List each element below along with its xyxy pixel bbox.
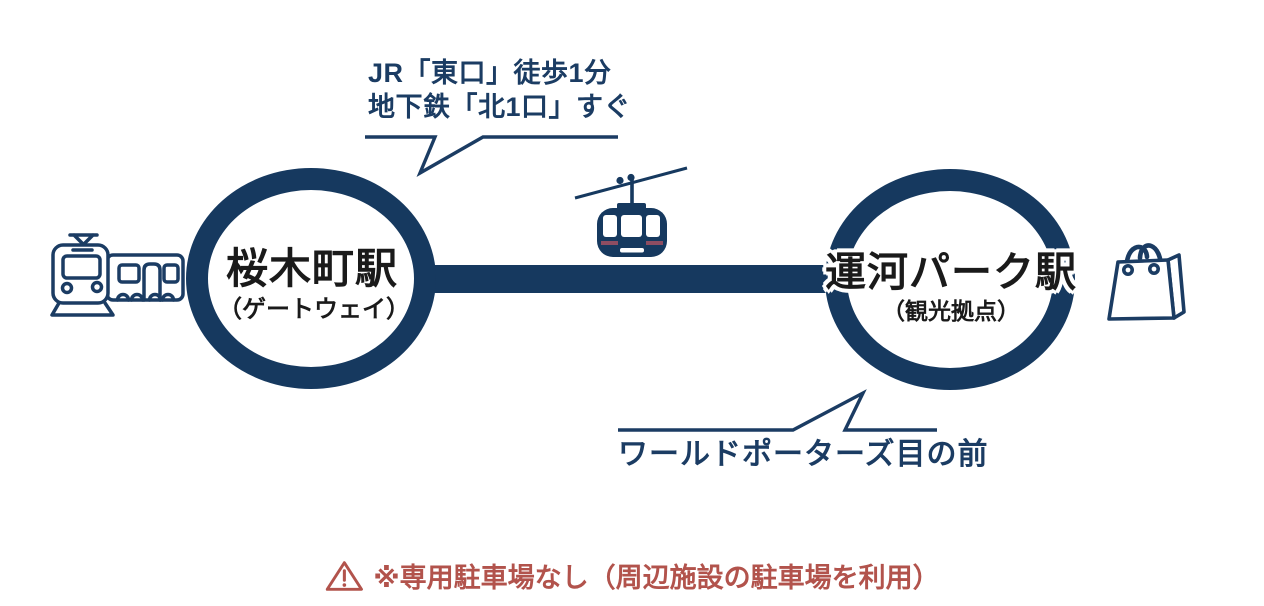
parking-notice: ※専用駐車場なし（周辺施設の駐車場を利用）: [324, 556, 940, 595]
ropeway-gondola-icon: [574, 166, 688, 257]
top-callout-line1: JR「東口」徒歩1分: [368, 58, 612, 88]
parking-notice-text: ※専用駐車場なし（周辺施設の駐車場を利用）: [373, 563, 940, 593]
top-callout-line2: 地下鉄「北1口」すぐ: [368, 92, 632, 122]
station-name-ungapark: 運河パーク駅: [825, 249, 1077, 295]
bottom-callout-tail: [618, 389, 937, 432]
station-subtitle-ungapark: （観光拠点）: [882, 298, 1020, 324]
train-icon: [50, 233, 185, 317]
route-bar: [420, 265, 844, 293]
station-subtitle-sakuragicho: （ゲートウェイ）: [218, 296, 410, 323]
station-name-sakuragicho: 桜木町駅: [225, 245, 399, 292]
top-callout-tail: [365, 135, 618, 177]
bottom-callout: ワールドポーターズ目の前: [618, 438, 989, 471]
shopping-bag-icon: [1107, 243, 1186, 321]
top-callout: JR「東口」徒歩1分 地下鉄「北1口」すぐ: [368, 56, 631, 124]
warning-triangle-icon: [325, 560, 363, 591]
